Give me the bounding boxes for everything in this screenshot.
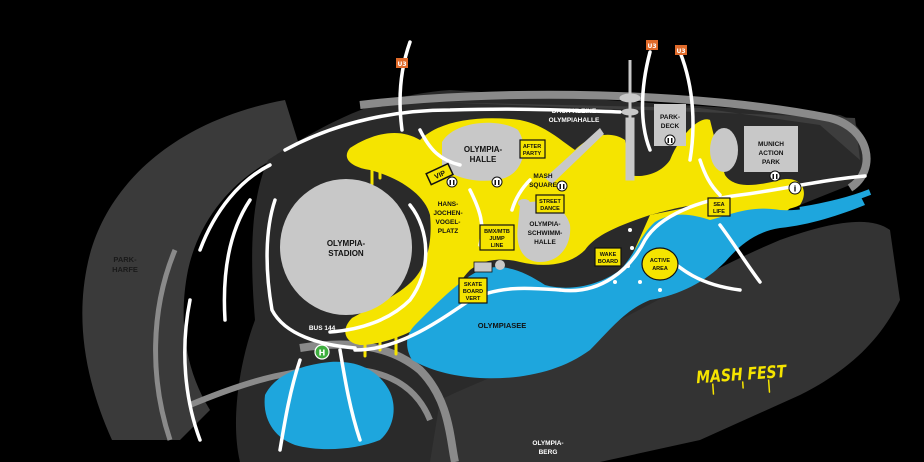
svg-text:OLYMPIA-: OLYMPIA- (532, 440, 563, 447)
ubahn-icon[interactable]: U3 (675, 45, 687, 55)
svg-text:HANS-: HANS- (438, 201, 459, 208)
tag-skate[interactable]: SKATE BOARD VERT (458, 277, 488, 304)
mac-park-building (744, 126, 798, 172)
svg-text:MUNICH: MUNICH (758, 141, 784, 148)
schwimmhalle-building (517, 201, 571, 262)
svg-text:PARK: PARK (762, 159, 780, 166)
svg-text:HALLE: HALLE (470, 155, 497, 164)
svg-text:U3: U3 (397, 61, 406, 68)
svg-text:ACTIVE: ACTIVE (650, 258, 671, 264)
tag-wake[interactable]: WAKE BOARD (594, 247, 622, 267)
svg-text:SQUARE: SQUARE (529, 182, 557, 189)
circle-building (710, 128, 738, 172)
ubahn-icon[interactable]: U3 (646, 40, 658, 50)
svg-text:LIFE: LIFE (713, 209, 725, 215)
olympiastadion-label: OLYMPIA- STADION (327, 239, 366, 258)
svg-text:OLYMPIA-: OLYMPIA- (529, 221, 560, 228)
svg-text:i: i (794, 185, 797, 194)
svg-text:BOARD: BOARD (463, 289, 483, 295)
tag-street-dance[interactable]: STREET DANCE (535, 194, 565, 214)
mash-square-label: MASH SQUARE (529, 173, 557, 189)
svg-text:HALLE: HALLE (534, 239, 556, 246)
tag-active-area[interactable]: ACTIVE AREA (641, 247, 679, 281)
svg-text:PARK-: PARK- (660, 114, 680, 121)
mac-park-label: MUNICH ACTION PARK (758, 141, 784, 166)
dach-building (545, 128, 604, 184)
svg-text:VOGEL-: VOGEL- (436, 219, 461, 226)
canal-east (799, 189, 872, 213)
svg-text:VERT: VERT (466, 296, 481, 302)
svg-text:STREET: STREET (539, 199, 561, 205)
svg-text:OLYMPIA-: OLYMPIA- (327, 239, 366, 248)
svg-text:MASH: MASH (533, 173, 552, 180)
svg-text:WAKE: WAKE (600, 252, 617, 258)
toilet-icon[interactable] (769, 170, 781, 182)
svg-text:JUMP: JUMP (489, 236, 505, 242)
tag-after-party[interactable]: AFTER PARTY (519, 139, 546, 159)
svg-text:OLYMPIAHALLE: OLYMPIAHALLE (549, 117, 600, 124)
olympiastadion-building (280, 179, 412, 315)
paint-drips (363, 166, 787, 358)
svg-text:ACTION: ACTION (759, 150, 784, 157)
svg-text:SKATE: SKATE (464, 282, 483, 288)
olympiahalle-label: OLYMPIA- HALLE (464, 145, 503, 164)
svg-text:OLYMPIA-: OLYMPIA- (464, 145, 503, 154)
svg-text:AREA: AREA (652, 266, 668, 272)
park-harfe-area (82, 100, 300, 440)
svg-text:PARTY: PARTY (523, 151, 542, 157)
olympiasee-label: OLYMPIASEE (478, 321, 527, 330)
fountain-icon (495, 260, 505, 270)
bus-label: BUS 144 (309, 325, 336, 332)
tag-vip[interactable]: VIP (425, 162, 454, 186)
toilet-icon[interactable] (556, 180, 568, 192)
skate-ramp-icon (473, 261, 493, 273)
svg-text:BERG: BERG (539, 449, 558, 456)
svg-text:HARFE: HARFE (112, 265, 138, 274)
toilet-icon[interactable] (491, 176, 503, 188)
svg-text:BOARD: BOARD (598, 259, 618, 265)
svg-text:DACH KLEINE: DACH KLEINE (552, 108, 597, 115)
svg-text:H: H (319, 349, 326, 358)
svg-text:U3: U3 (647, 43, 656, 50)
svg-text:JOCHEN-: JOCHEN- (433, 210, 462, 217)
toilet-icon[interactable] (446, 176, 458, 188)
svg-text:DECK: DECK (661, 123, 680, 130)
info-icon[interactable]: i (788, 181, 802, 195)
parkdeck-label: PARK- DECK (660, 114, 680, 130)
hans-jochen-label: HANS- JOCHEN- VOGEL- PLATZ (433, 201, 462, 235)
svg-text:DANCE: DANCE (540, 206, 560, 212)
olympiasee-water (407, 195, 865, 379)
olympiahalle-building (442, 122, 524, 181)
svg-text:U3: U3 (676, 48, 685, 55)
svg-text:AFTER: AFTER (523, 144, 541, 150)
wakeboard-markers (613, 228, 662, 292)
svg-text:SEA: SEA (713, 202, 724, 208)
canal-water (264, 361, 394, 450)
svg-text:STADION: STADION (328, 249, 364, 258)
tag-sea-life[interactable]: SEA LIFE (707, 197, 731, 217)
svg-text:PLATZ: PLATZ (438, 228, 458, 235)
bus-stop-icon[interactable]: H (314, 344, 330, 360)
road-east (359, 90, 871, 192)
road-south (299, 340, 459, 462)
svg-text:BMX/MTB: BMX/MTB (484, 229, 510, 235)
footpaths (183, 40, 867, 452)
svg-text:PARK-: PARK- (113, 255, 137, 264)
ubahn-icon[interactable]: U3 (396, 58, 408, 68)
toilet-icon[interactable] (664, 134, 676, 146)
tag-bmx[interactable]: BMX/MTB JUMP LINE (479, 224, 515, 251)
park-harfe-label: PARK- HARFE (112, 255, 138, 274)
schwimmhalle-label: OLYMPIA- SCHWIMM- HALLE (528, 221, 563, 246)
olympiaturm (619, 60, 641, 181)
svg-text:LINE: LINE (491, 243, 504, 249)
dach-label: DACH KLEINE OLYMPIAHALLE (549, 108, 600, 124)
svg-text:SCHWIMM-: SCHWIMM- (528, 230, 563, 237)
svg-text:VIP: VIP (434, 170, 447, 181)
olympiaberg-label: OLYMPIA- BERG (532, 440, 563, 456)
dance-floor-icon (518, 199, 530, 207)
road-west (153, 249, 178, 441)
olympiaberg-area (430, 221, 900, 462)
